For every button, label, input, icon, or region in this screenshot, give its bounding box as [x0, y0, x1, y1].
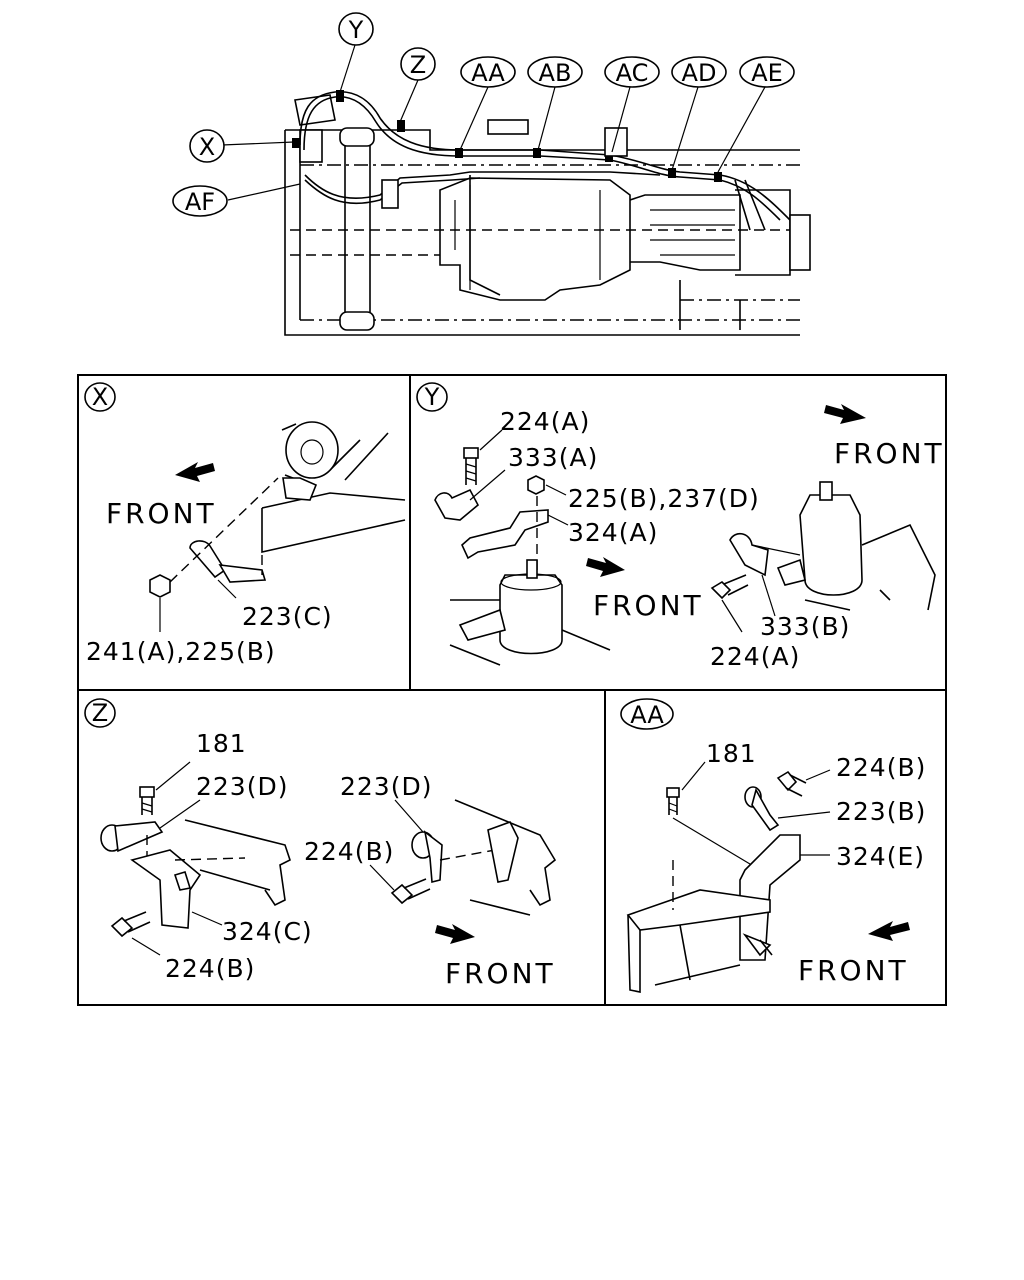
front-arrow-icon: [435, 924, 475, 944]
overview-chassis: [284, 90, 811, 336]
overview-callout-z: Z: [400, 47, 436, 81]
detail-x-front-label: FRONT: [106, 497, 217, 530]
callout-y-label: Y: [348, 16, 364, 44]
overview-callout-x: X: [189, 129, 225, 163]
front-arrow-icon-mid: [586, 557, 625, 577]
detail-x-part-223c: 223(C): [242, 602, 333, 631]
callout-ab-label: AB: [539, 59, 572, 87]
detail-y: Y FRONT FRONT: [416, 382, 945, 671]
detail-y-part-224a-bottom: 224(A): [710, 642, 800, 671]
detail-y-key: Y: [424, 383, 440, 411]
detail-aa-front-label: FRONT: [798, 954, 909, 987]
callout-ad-label: AD: [682, 59, 717, 87]
detail-z-part-224b-right: 224(B): [304, 837, 394, 866]
detail-aa-part-224b: 224(B): [836, 753, 926, 782]
front-arrow-icon: [175, 462, 215, 482]
detail-y-front-top: FRONT: [834, 437, 945, 470]
detail-x-part-241a: 241(A),225(B): [86, 637, 276, 666]
detail-y-part-333a: 333(A): [508, 443, 598, 472]
detail-x: X FRONT 223(C) 241(A),225(B): [84, 382, 406, 666]
detail-z-key: Z: [92, 699, 108, 727]
overview-leaders: [221, 44, 766, 201]
detail-y-part-224a-top: 224(A): [500, 407, 590, 436]
detail-z-part-224b-left: 224(B): [165, 954, 255, 983]
detail-aa-key: AA: [630, 701, 664, 729]
callout-aa-label: AA: [471, 59, 505, 87]
detail-aa-part-324e: 324(E): [836, 842, 925, 871]
overview-callout-ac: AC: [604, 56, 660, 88]
detail-y-front-mid: FRONT: [593, 589, 704, 622]
overview-callout-aa: AA: [460, 56, 516, 88]
detail-z-part-223d-left: 223(D): [196, 772, 288, 801]
front-arrow-icon-top: [824, 404, 866, 424]
detail-x-key: X: [92, 383, 108, 411]
detail-y-part-324a: 324(A): [568, 518, 658, 547]
nut-icon: [149, 574, 171, 598]
detail-y-part-333b: 333(B): [760, 612, 850, 641]
callout-ac-label: AC: [616, 59, 649, 87]
overview-callout-y: Y: [338, 12, 374, 46]
detail-aa-part-181: 181: [706, 739, 757, 768]
overview-callout-af: AF: [172, 185, 228, 217]
detail-z-part-324c: 324(C): [222, 917, 313, 946]
detail-z-part-181: 181: [196, 729, 247, 758]
detail-panels-frame: [77, 374, 947, 1006]
front-arrow-icon: [868, 921, 910, 941]
callout-z-label: Z: [410, 51, 426, 79]
detail-z: Z FRONT 181 223(D): [84, 698, 557, 990]
callout-af-label: AF: [185, 188, 215, 216]
callout-ae-label: AE: [751, 59, 783, 87]
detail-aa: AA FRONT 181 224(B) 223(B) 324(E): [620, 698, 926, 993]
detail-y-part-225b-237d: 225(B),237(D): [568, 484, 760, 513]
overview-callout-ad: AD: [671, 56, 727, 88]
callout-x-label: X: [199, 133, 215, 161]
detail-z-part-223d-right: 223(D): [340, 772, 432, 801]
overview-callout-ab: AB: [527, 56, 583, 88]
overview-callout-ae: AE: [739, 56, 795, 88]
detail-z-front-label: FRONT: [445, 957, 556, 990]
detail-aa-part-223b: 223(B): [836, 797, 926, 826]
